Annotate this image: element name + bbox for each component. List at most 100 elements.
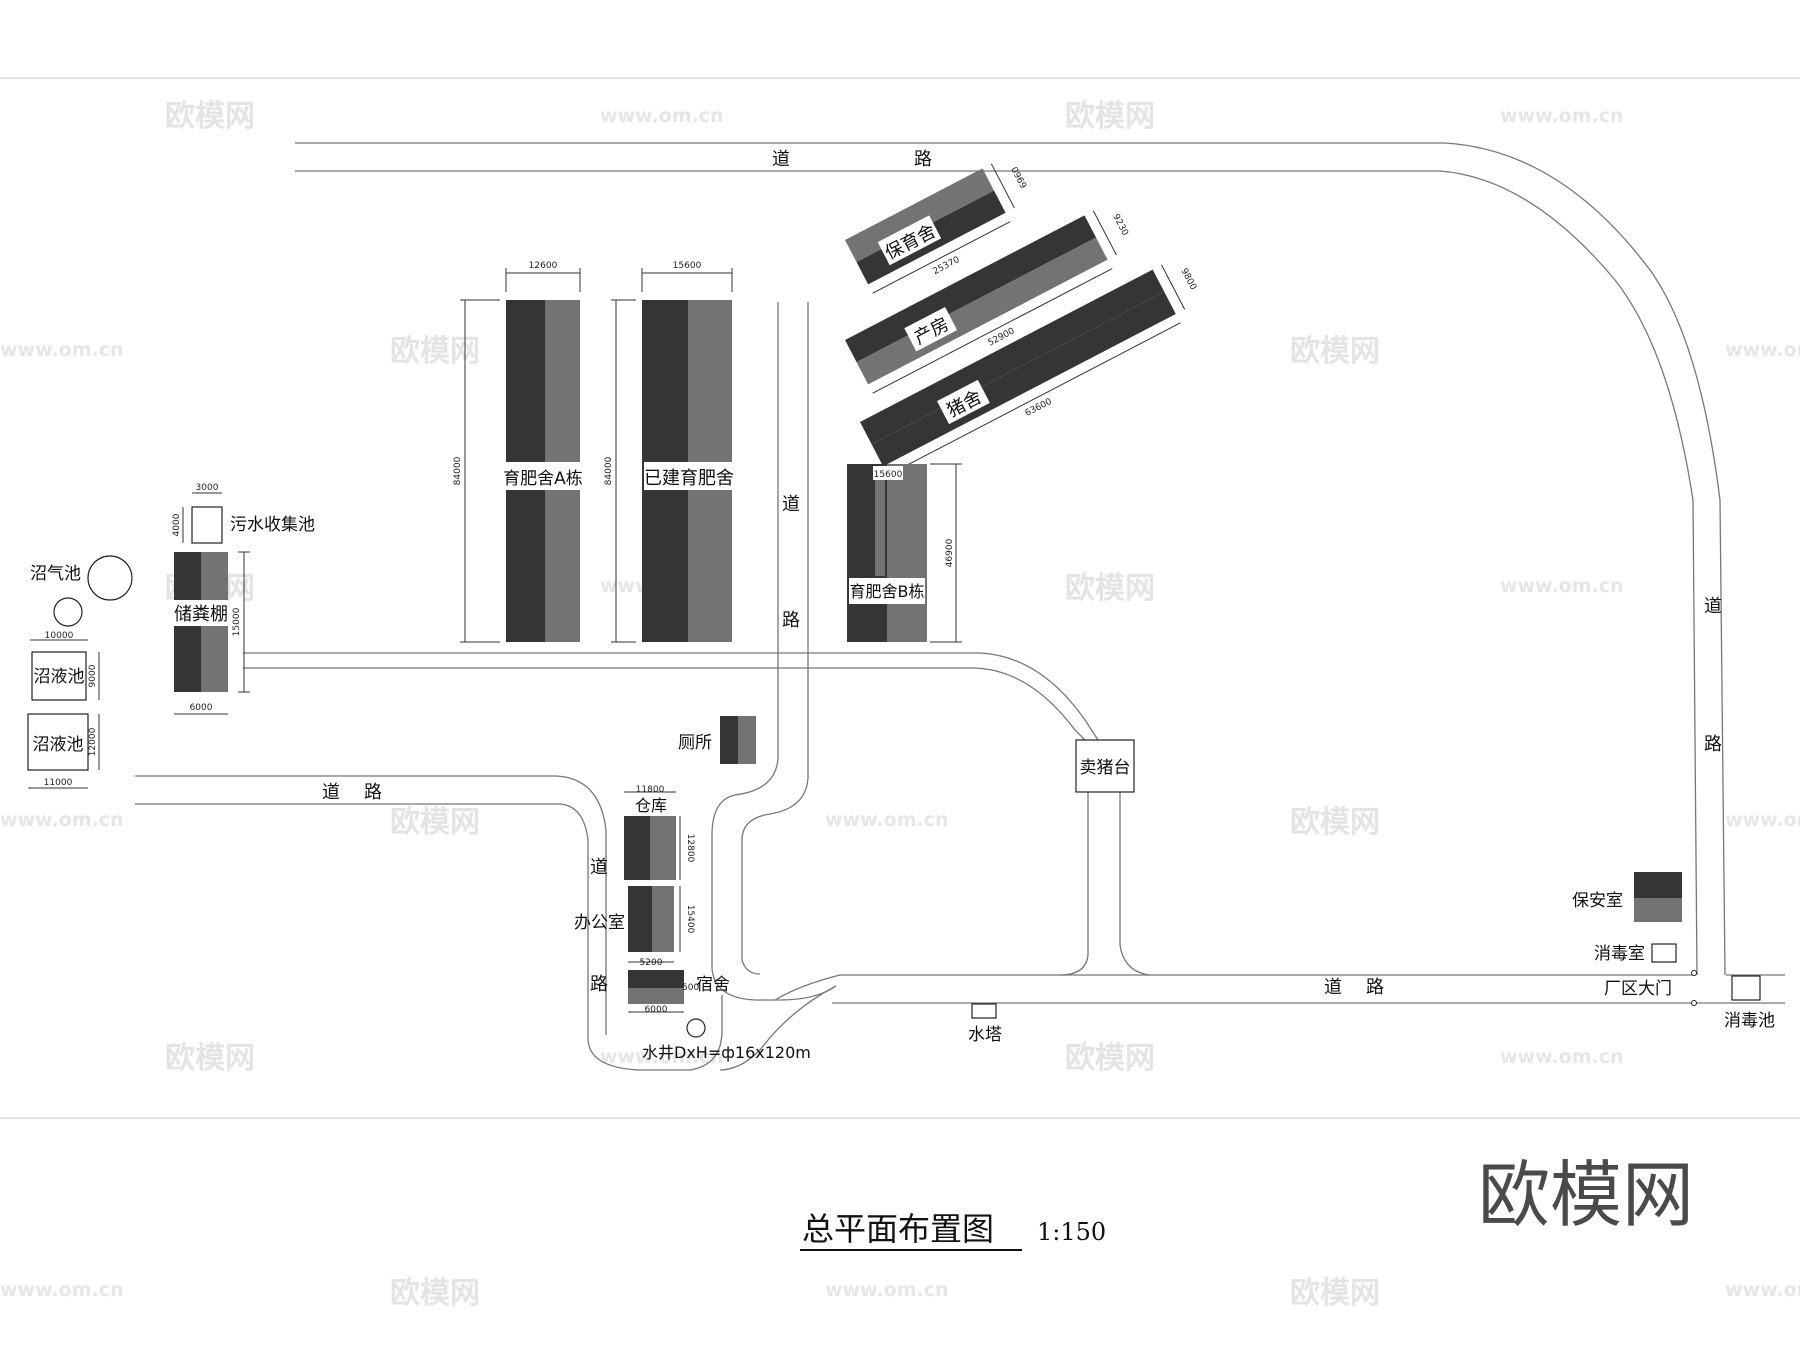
watermark-logo: 欧模网 (1065, 1041, 1155, 1076)
watermark-url: www.om.cn (0, 339, 124, 361)
disinfection-room: 消毒室 (1594, 943, 1677, 964)
road-label: 路 (364, 782, 382, 803)
road-bottom-curve (719, 985, 837, 1071)
road-top-outer (295, 142, 1726, 976)
dim-wushui-height: 4000 (172, 513, 182, 536)
watermark-url: www.om.cn (1500, 575, 1624, 597)
farrowing-barn: 52900 9230 产房 (845, 210, 1130, 394)
label-maizhu: 卖猪台 (1080, 758, 1131, 778)
watermark-url: www.om.cn (825, 809, 949, 831)
road-network (135, 142, 1785, 1071)
security-room: 保安室 (1572, 872, 1682, 922)
dim-wushui-width: 3000 (196, 483, 219, 493)
label-yufei-a: 育肥舍A栋 (503, 469, 583, 489)
dim-zy2-height: 12000 (88, 727, 98, 756)
dim-sushe-width: 6000 (645, 1005, 668, 1015)
label-zhaoqi: 沼气池 (30, 564, 81, 584)
road-spur-west (1059, 792, 1089, 976)
label-yufei-b: 育肥舍B栋 (850, 582, 925, 601)
page-title: 总平面布置图 (802, 1210, 994, 1248)
office: 15400 办公室 5200 (574, 886, 695, 968)
watermark-logo: 欧模网 (1290, 1276, 1380, 1311)
dim-zy1-width: 10000 (45, 631, 74, 641)
dim-cangku-height: 12800 (685, 834, 695, 863)
label-damen: 厂区大门 (1604, 979, 1672, 999)
label-zhaoye-2: 沼液池 (33, 735, 84, 755)
dim-chufen-width: 6000 (190, 703, 213, 713)
manure-shed: 储粪棚 15000 6000 (174, 551, 250, 715)
road-central-east (741, 302, 809, 975)
label-cangku: 仓库 (635, 796, 667, 815)
watermark-url: www.om.cn (600, 105, 724, 127)
slurry-pool-1: 10000 沼液池 9000 (30, 631, 100, 701)
watermark-logo: 欧模网 (390, 1276, 480, 1311)
biogas-digester: 沼气池 (30, 555, 133, 627)
brand-logo: 欧模网 (1478, 1153, 1694, 1237)
road-label: 道 (772, 149, 790, 170)
road-loop-south (587, 995, 723, 1071)
watermark-url: www.om.cn (825, 1279, 949, 1301)
watermark-logo: 欧模网 (1290, 805, 1380, 840)
dim-zhushe-length: 63600 (1024, 397, 1054, 419)
road-middle-south (243, 667, 1086, 741)
water-well: 水井DxH=ф16x120m (642, 1018, 811, 1062)
watermark-url: www.om.cn (0, 1279, 124, 1301)
road-label: 路 (1366, 977, 1384, 998)
watermark-logo: 欧模网 (1065, 99, 1155, 134)
fattening-barn-b: 15600 46900 育肥舍B栋 (847, 463, 962, 643)
road-label: 道 (1704, 596, 1722, 617)
dim-chufen-height: 15000 (232, 607, 242, 636)
disinfection-pool: 消毒池 (1724, 975, 1775, 1031)
drawing-title: 总平面布置图 1:150 (800, 1210, 1106, 1251)
watermark-layer: 欧模网 www.om.cn 欧模网 www.om.cn www.om.cn 欧模… (0, 99, 1800, 1311)
dim-bangong-height: 15400 (685, 905, 695, 934)
watermark-logo: 欧模网 (1065, 571, 1155, 606)
watermark-logo: 欧模网 (390, 805, 480, 840)
dim-b-width: 15600 (874, 470, 903, 480)
dim-sushe-height: 500 (682, 983, 699, 993)
label-baoan: 保安室 (1572, 891, 1623, 911)
dim-a-length: 84000 (453, 456, 463, 485)
watermark-url: www.om.cn (1725, 1279, 1800, 1301)
warehouse: 11800 仓库 12800 (624, 785, 695, 880)
road-spur-east (1119, 792, 1151, 976)
label-zhaoye-1: 沼液池 (34, 667, 85, 687)
watermark-url: www.om.cn (1725, 809, 1800, 831)
road-top-inner (295, 170, 1698, 976)
dim-yj-width: 15600 (673, 261, 702, 271)
road-label: 道 (322, 782, 340, 803)
dim-b-length: 46900 (945, 538, 955, 567)
scale-label: 1:150 (1037, 1218, 1106, 1246)
dormitory: 500 宿舍 6000 (628, 970, 730, 1015)
road-label: 路 (590, 974, 608, 995)
sewage-pool: 3000 4000 污水收集池 (172, 483, 315, 544)
label-wushui: 污水收集池 (230, 515, 315, 535)
road-label: 道 (782, 494, 800, 515)
dim-baoyu-width: 0969 (1008, 166, 1028, 191)
label-yijian: 已建育肥舍 (644, 468, 734, 489)
watermark-logo: 欧模网 (390, 334, 480, 369)
toilet: 厕所 (678, 716, 756, 764)
watermark-logo: 欧模网 (165, 1041, 255, 1076)
dim-baoyu-length: 25370 (931, 255, 961, 277)
slurry-pool-2: 沼液池 12000 11000 (27, 713, 100, 789)
road-middle-north (243, 652, 1099, 741)
label-chufen: 储粪棚 (174, 604, 228, 625)
dim-a-width: 12600 (529, 261, 558, 271)
main-gate: 厂区大门 (1604, 970, 1697, 1006)
dim-zhushe-width: 9800 (1178, 267, 1198, 292)
dim-chanfang-width: 9230 (1110, 213, 1130, 238)
label-xiaodushi: 消毒室 (1594, 944, 1645, 964)
label-bangong: 办公室 (574, 913, 625, 933)
label-sushe: 宿舍 (696, 975, 730, 995)
road-label: 路 (782, 610, 800, 631)
water-tower: 水塔 (968, 1003, 1002, 1045)
dim-zy2-width: 11000 (44, 778, 73, 788)
road-label: 路 (914, 149, 932, 170)
label-shuijing: 水井DxH=ф16x120m (642, 1043, 811, 1062)
label-shuita: 水塔 (968, 1025, 1002, 1045)
dim-cangku-width: 11800 (636, 785, 665, 795)
watermark-url: www.om.cn (1500, 1046, 1624, 1068)
watermark-logo: 欧模网 (1290, 334, 1380, 369)
dim-yj-length: 84000 (604, 456, 614, 485)
